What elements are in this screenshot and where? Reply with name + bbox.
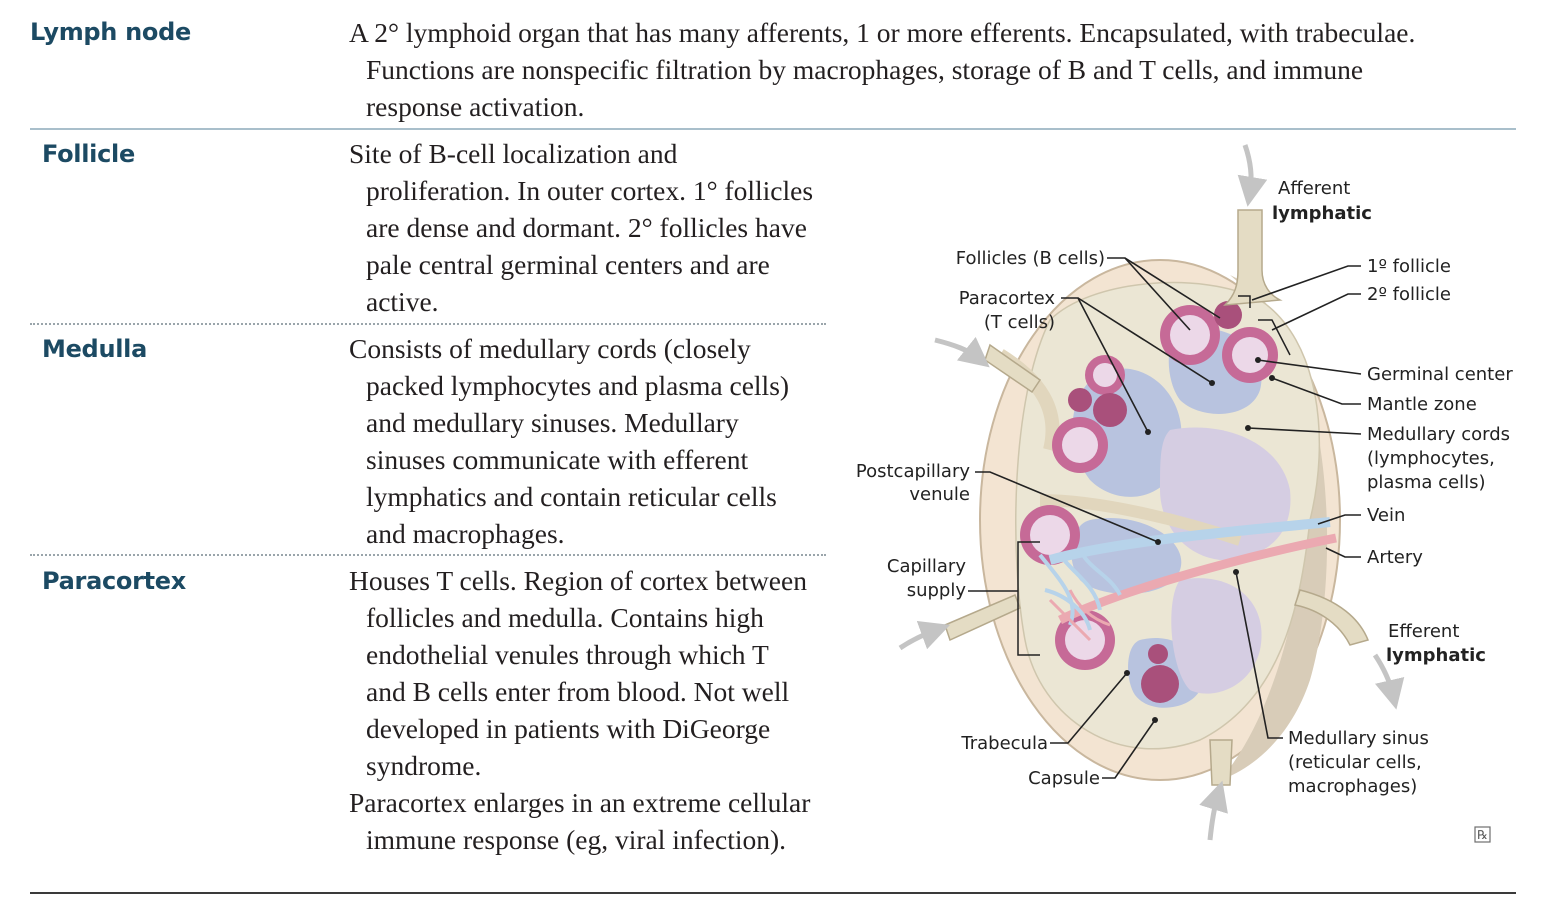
capillary-network [1038, 549, 1122, 631]
label-paracortex: Paracortex [959, 288, 1056, 309]
definition-line: and macrophages. [366, 518, 565, 549]
label-medullary-sinus-3: macrophages) [1288, 776, 1417, 797]
afferent-arrow-icon [1199, 780, 1228, 841]
section-divider [30, 128, 1516, 130]
capillary-network [1048, 589, 1111, 642]
term-lymph-node: Lymph node [30, 18, 191, 46]
label-efferent: Efferent [1388, 621, 1459, 642]
row-divider [30, 554, 826, 556]
definition-line: pale central germinal centers and are [366, 249, 770, 280]
definition-line: and B cells enter from blood. Not well [366, 676, 790, 707]
afferent-arrow-icon [898, 621, 951, 651]
definition-line: proliferation. In outer cortex. 1° folli… [366, 175, 814, 206]
definition-paracortex: Houses T cells. Region of cortex between… [349, 562, 810, 858]
follicles [1020, 301, 1278, 703]
label-medullary-cords: Medullary cords [1367, 424, 1510, 445]
label-medullary-sinus: Medullary sinus [1288, 728, 1429, 749]
label-vein: Vein [1367, 505, 1405, 526]
label-medullary-cords-3: plasma cells) [1367, 472, 1486, 493]
definition-line: syndrome. [366, 750, 482, 781]
table-bottom-rule [30, 892, 1516, 894]
label-secondary-follicle: 2º follicle [1367, 284, 1451, 305]
definition-line: A 2° lymphoid organ that has many affere… [349, 17, 1416, 48]
medulla-region [1171, 578, 1262, 694]
definition-line: and medullary sinuses. Medullary [366, 407, 739, 438]
definition-medulla: Consists of medullary cords (closely pac… [349, 330, 789, 552]
leader-dots [1124, 357, 1275, 723]
afferent-arrow-icon [1237, 144, 1268, 207]
definition-line: Houses T cells. Region of cortex between [349, 565, 807, 596]
definition-line: Paracortex enlarges in an extreme cellul… [349, 787, 811, 818]
definition-line: follicles and medulla. Contains high [366, 602, 764, 633]
afferent-arrow-icon [934, 336, 990, 368]
label-follicles-b-cells: Follicles (B cells) [956, 248, 1105, 269]
definition-line: response activation. [366, 91, 585, 122]
label-mantle-zone: Mantle zone [1367, 394, 1477, 415]
efferent-lymphatic-vessel [1294, 589, 1370, 646]
definition-lymph-node: A 2° lymphoid organ that has many affere… [349, 14, 1415, 125]
follicle-bracket [1258, 319, 1291, 356]
term-medulla: Medulla [42, 335, 147, 363]
definition-line: are dense and dormant. 2° follicles have [366, 212, 807, 243]
label-afferent: Afferent [1278, 178, 1350, 199]
svg-text:℞: ℞ [1477, 828, 1488, 842]
definition-line: Consists of medullary cords (closely [349, 333, 751, 364]
label-medullary-sinus-2: (reticular cells, [1288, 752, 1422, 773]
definition-line: endothelial venules through which T [366, 639, 769, 670]
efferent-arrow-icon [1372, 653, 1405, 710]
label-medullary-cords-2: (lymphocytes, [1367, 448, 1495, 469]
definition-follicle: Site of B-cell localization and prolifer… [349, 135, 813, 320]
definition-line: lymphatics and contain reticular cells [366, 481, 777, 512]
term-paracortex: Paracortex [42, 567, 186, 595]
label-capsule: Capsule [1028, 768, 1100, 789]
follicle-bracket [1238, 295, 1251, 308]
definition-line: immune response (eg, viral infection). [366, 824, 787, 855]
definition-line: Site of B-cell localization and [349, 138, 678, 169]
label-efferent-lymphatic: lymphatic [1386, 645, 1486, 666]
artery-vessel [1057, 533, 1337, 625]
definition-line: packed lymphocytes and plasma cells) [366, 370, 790, 401]
definition-line: developed in patients with DiGeorge [366, 713, 771, 744]
label-trabecula: Trabecula [960, 733, 1048, 754]
leader-lines [968, 257, 1362, 779]
label-venule: venule [909, 484, 970, 505]
definition-line: active. [366, 286, 439, 317]
label-postcapillary: Postcapillary [856, 461, 970, 482]
label-afferent-lymphatic: lymphatic [1272, 203, 1372, 224]
lymphatic-vessel [1209, 739, 1233, 786]
label-capillary: Capillary [887, 556, 966, 577]
term-follicle: Follicle [42, 140, 135, 168]
afferent-lymphatic-vessel [1223, 209, 1283, 306]
label-germinal-center: Germinal center [1367, 364, 1513, 385]
capillary-bracket [1017, 541, 1040, 656]
definition-line: Functions are nonspecific filtration by … [366, 54, 1364, 85]
label-t-cells: (T cells) [984, 312, 1055, 333]
label-primary-follicle: 1º follicle [1367, 256, 1451, 277]
rx-logo: ℞ [1474, 826, 1491, 843]
row-divider [30, 323, 826, 325]
definition-line: sinuses communicate with efferent [366, 444, 749, 475]
label-supply: supply [907, 580, 967, 601]
label-artery: Artery [1367, 547, 1423, 568]
